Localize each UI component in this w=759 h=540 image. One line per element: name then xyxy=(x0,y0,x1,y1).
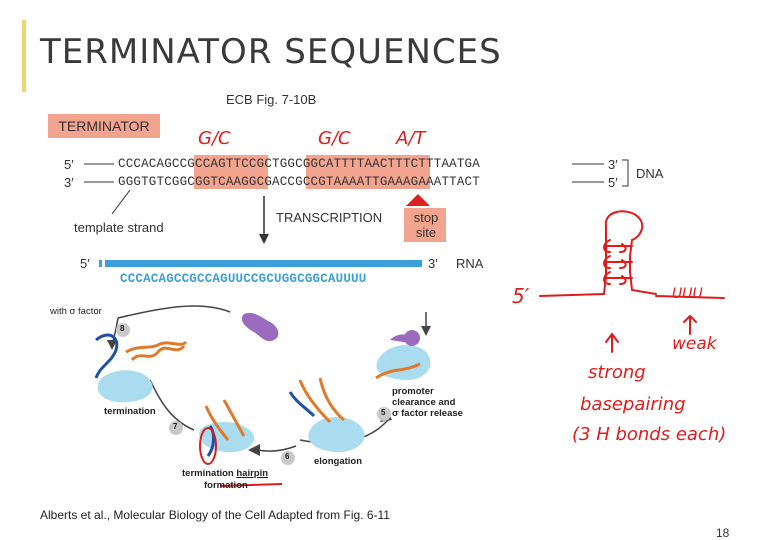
citation: Alberts et al., Molecular Biology of the… xyxy=(40,508,390,522)
sigma-factor-shape xyxy=(241,312,279,342)
slide-title: TERMINATOR SEQUENCES xyxy=(40,32,502,72)
annotation-5prime: 5′ xyxy=(512,284,530,308)
gc-highlight-1 xyxy=(194,155,268,189)
top-strand-sequence: CCCACAGCCGCCAGTTCCGCTGGCGGCATTTTAACTTTCT… xyxy=(118,157,480,171)
formation-label: formation xyxy=(204,480,248,491)
accent-bar xyxy=(22,20,26,92)
top-strand-3prime: 3′ xyxy=(608,157,618,172)
annotation-gc-2: G/C xyxy=(318,128,351,149)
transcription-label: TRANSCRIPTION xyxy=(276,210,383,225)
stop-site-marker xyxy=(406,194,430,206)
sigma-factor-label: with σ factor xyxy=(50,306,102,317)
polymerase-elongation xyxy=(288,377,365,453)
annotation-gc-1: G/C xyxy=(198,128,231,149)
stop-site-label: stop site xyxy=(413,210,439,240)
step-7: 7 xyxy=(173,422,178,431)
hairpin-circle-annotation xyxy=(199,427,217,465)
at-highlight xyxy=(384,155,430,189)
dna-label: DNA xyxy=(636,166,664,181)
template-strand-label: template strand xyxy=(74,220,164,235)
bottom-strand-5prime: 5′ xyxy=(608,175,618,190)
rna-bar xyxy=(96,260,422,267)
hairpin-word: hairpin xyxy=(236,468,269,479)
annotation-hbonds: (3 H bonds each) xyxy=(572,424,727,445)
top-strand-5prime: 5′ xyxy=(64,157,74,172)
annotation-basepairing: basepairing xyxy=(580,394,686,415)
hairpin-sketch xyxy=(539,210,725,353)
termination-prefix: termination xyxy=(182,468,237,479)
terminator-label: TERMINATOR xyxy=(48,114,160,138)
termination-hairpin-label: termination hairpin xyxy=(182,468,268,479)
rna-sequence: CCCACAGCCGCCAGUUCCGCUGGCGGCAUUUU xyxy=(120,272,367,286)
annotation-at: A/T xyxy=(396,128,426,149)
rna-5prime: 5′ xyxy=(80,256,90,271)
rna-label: RNA xyxy=(456,256,484,271)
gc-highlight-2 xyxy=(306,155,384,189)
elongation-label: elongation xyxy=(314,456,363,467)
page-number: 18 xyxy=(716,526,730,540)
step-5: 5 xyxy=(381,408,386,417)
polymerase-promoter xyxy=(375,330,431,381)
bottom-strand-sequence: GGGTGTCGGCGGTCAAGGCGACCGCCGTAAAATTGAAAGA… xyxy=(118,175,480,189)
annotation-uuu: UUU xyxy=(672,286,703,302)
annotation-weak: weak xyxy=(672,334,717,354)
step-8: 8 xyxy=(120,324,125,333)
rna-3prime: 3′ xyxy=(428,256,438,271)
termination-label: termination xyxy=(104,406,156,417)
figure-reference: ECB Fig. 7-10B xyxy=(226,92,317,107)
bottom-strand-3prime: 3′ xyxy=(64,175,74,190)
promoter-clearance-label: promoter clearance and σ factor release xyxy=(392,386,463,419)
polymerase-termination xyxy=(94,333,188,403)
annotation-strong: strong xyxy=(588,362,646,383)
step-6: 6 xyxy=(285,452,290,461)
